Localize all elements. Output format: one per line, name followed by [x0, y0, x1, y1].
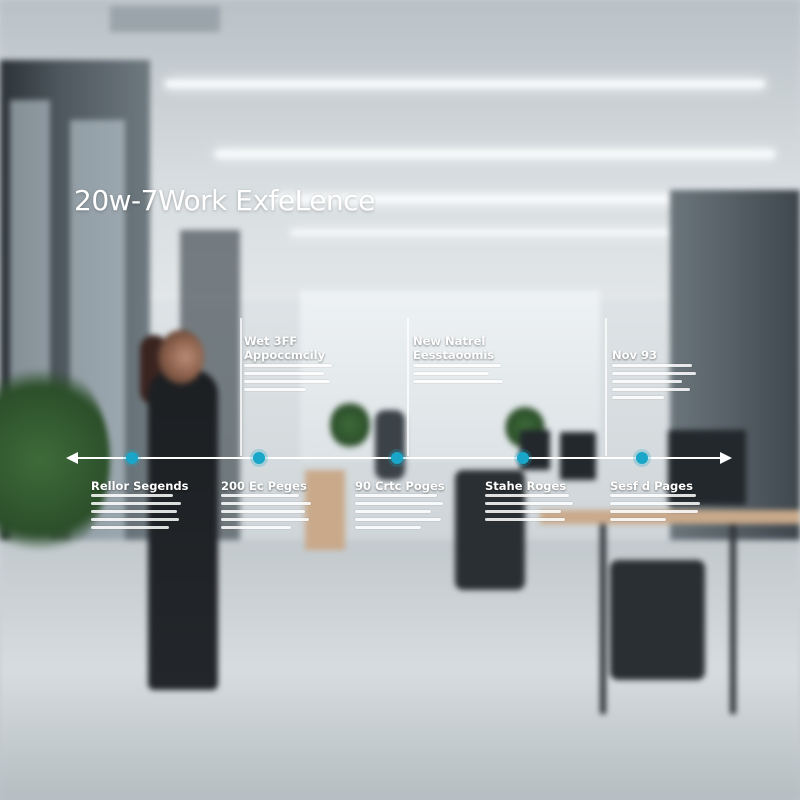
office-chair: [610, 560, 705, 680]
milestone-label-1: Rellor Segends: [91, 479, 189, 493]
milestone-node: [253, 452, 265, 464]
person-head: [158, 330, 204, 384]
milestone-node: [517, 452, 529, 464]
standing-person: [148, 370, 218, 690]
page-title: 20w-7Work ExfeLence: [74, 184, 375, 217]
plant: [330, 400, 370, 450]
milestone-node: [126, 452, 138, 464]
milestone-description-5: [610, 494, 702, 526]
milestone-description-2: [221, 494, 311, 534]
milestone-description-4: [485, 494, 575, 526]
desk-leg: [730, 524, 736, 714]
milestone-description-1: [91, 494, 181, 534]
event-description-3: [612, 364, 696, 404]
milestone-label-4: Stahe Roges: [485, 479, 567, 493]
milestone-node: [391, 452, 403, 464]
ceiling-light: [215, 150, 775, 158]
milestone-label-5: Sesf d Pages: [610, 479, 693, 493]
office-chair: [455, 470, 525, 590]
event-title-2: New Natrel Eesstaoomis: [413, 334, 495, 362]
arrow-left-icon: [66, 452, 78, 464]
background-person: [375, 410, 405, 480]
event-description-1: [244, 364, 332, 396]
milestone-label-3: 90 Crtc Poges: [355, 479, 445, 493]
arrow-right-icon: [720, 452, 732, 464]
event-description-2: [413, 364, 503, 388]
desk: [305, 470, 345, 550]
monitor: [560, 432, 596, 480]
ceiling-light: [290, 230, 690, 235]
ceiling-light: [270, 195, 750, 203]
desk: [540, 510, 800, 524]
desk-leg: [600, 524, 606, 714]
milestone-description-3: [355, 494, 445, 534]
event-title-3: Nov 93: [612, 348, 658, 362]
ceiling-light: [165, 80, 765, 88]
milestone-node: [636, 452, 648, 464]
monitor: [668, 430, 746, 505]
ceiling-vent: [110, 6, 220, 32]
milestone-label-2: 200 Ec Peges: [221, 479, 307, 493]
event-title-1: Wet 3FF Appoccmcily: [244, 334, 326, 362]
